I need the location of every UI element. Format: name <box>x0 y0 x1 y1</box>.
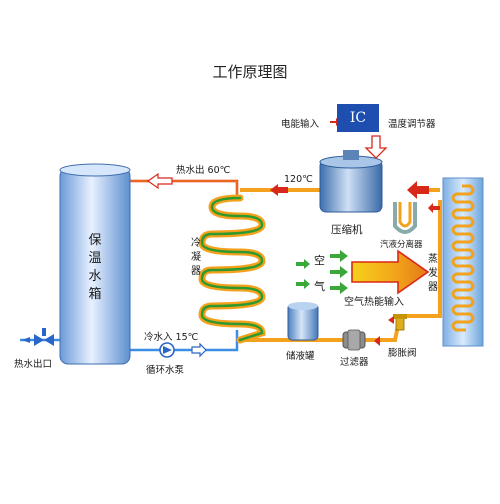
evaporator-out-arrow <box>407 181 429 199</box>
ic-box: IC <box>337 104 379 132</box>
ic-arrow <box>364 135 388 159</box>
evaporator-in-arrow <box>428 203 440 213</box>
expansion-valve <box>393 314 407 331</box>
cold-water-in-label: 冷水入 15℃ <box>144 332 199 343</box>
gas-liquid-separator <box>393 202 417 234</box>
temp-regulator-label: 温度调节器 <box>388 119 436 130</box>
diagram-title: 工作原理图 <box>212 63 288 81</box>
circulating-pump-label: 循环水泵 <box>146 365 185 376</box>
power-input-label: 电能输入 <box>281 119 320 130</box>
evaporator-label: 蒸发器 <box>428 254 438 293</box>
air-char-1: 空 <box>314 254 325 267</box>
filter <box>342 329 366 351</box>
compressor <box>319 150 383 213</box>
air-char-2: 气 <box>314 280 325 293</box>
air-arrows <box>296 250 348 294</box>
insulated-tank <box>59 163 131 365</box>
filter-label: 过滤器 <box>340 357 369 368</box>
outlet-arrow <box>22 337 30 343</box>
cold-water-arrow <box>191 342 207 358</box>
hot-water-arrow <box>146 172 173 190</box>
expansion-valve-label: 膨胀阀 <box>388 348 417 359</box>
filter-arrow <box>374 336 380 346</box>
valve-arrow <box>388 316 394 324</box>
temp-120-label: 120℃ <box>284 174 313 185</box>
tank-label: 保温水箱 <box>88 233 102 302</box>
refrigerant-loop <box>240 188 442 342</box>
condenser-label: 冷凝器 <box>191 238 201 277</box>
pipe-valve-to-evaporator <box>400 200 442 318</box>
condenser-coil <box>198 194 266 344</box>
refrigerant-arrow-top <box>270 184 288 196</box>
evaporator <box>442 177 484 347</box>
circulating-pump-symbol <box>159 342 175 358</box>
liquid-receiver <box>287 302 319 341</box>
separator-label: 汽液分离器 <box>380 240 423 250</box>
receiver-label: 储液罐 <box>286 351 315 362</box>
air-heat-input-label: 空气热能输入 <box>344 297 404 308</box>
compressor-label: 压缩机 <box>331 224 363 236</box>
hot-water-outlet-label: 热水出口 <box>14 359 53 370</box>
outlet-valve <box>34 328 54 346</box>
hot-water-out-label: 热水出 60℃ <box>176 165 231 176</box>
air-heat-arrow <box>351 249 430 295</box>
